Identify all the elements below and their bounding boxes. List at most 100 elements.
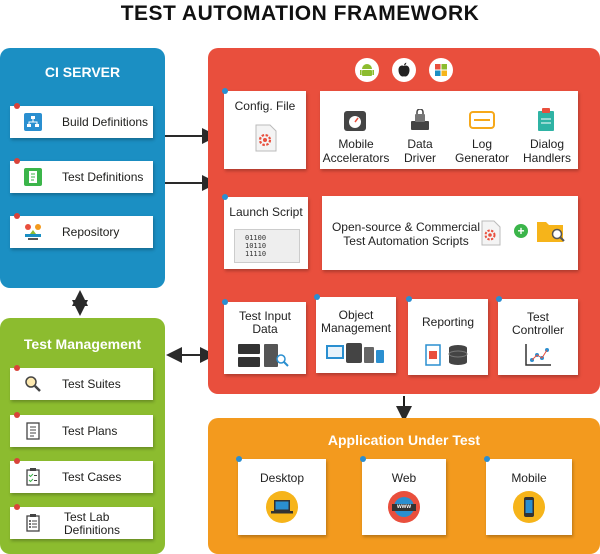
test-controller-card[interactable]: Test Controller [496, 296, 578, 375]
module-label-line: Test Input [238, 309, 292, 323]
tm-item-label: Test Plans [62, 424, 118, 438]
driver-label: Data Driver [394, 137, 446, 165]
test-definitions-icon [24, 168, 42, 186]
gauge-icon [344, 111, 366, 131]
driver-label-line: Handlers [522, 151, 572, 165]
launch-script-card[interactable]: Launch Script 01100 10110 11110 [222, 194, 308, 269]
tm-item-label: Test Suites [62, 377, 121, 391]
binary-line: 10110 [245, 242, 267, 250]
windows-icon [429, 58, 453, 82]
pin-icon [406, 296, 412, 302]
pin-icon [14, 458, 20, 464]
ci-item-repository[interactable]: Repository [10, 213, 153, 248]
pin-icon [14, 365, 20, 371]
drivers-card: Mobile Accelerators Data Driver Log Gene… [320, 91, 578, 169]
pin-icon [14, 213, 20, 219]
binary-line: 11110 [245, 250, 267, 258]
tm-item-label-multiline: Test Lab Definitions [64, 511, 120, 537]
laptop-icon [266, 491, 298, 523]
ci-server-title: CI SERVER [44, 64, 121, 80]
document-icon [26, 422, 40, 440]
www-globe-icon: www [388, 491, 420, 523]
module-label-line: Test [526, 310, 549, 324]
pin-icon [236, 456, 242, 462]
driver-label: Log Generator [452, 137, 512, 165]
phone-icon [513, 491, 545, 523]
page-title: TEST AUTOMATION FRAMEWORK [120, 2, 480, 25]
tm-item-label-line: Test Lab [64, 510, 110, 524]
module-label: Reporting [421, 315, 475, 329]
driver-label-line: Generator [454, 151, 510, 165]
tm-item-test-plans[interactable]: Test Plans [10, 412, 153, 447]
ci-server-panel: CI SERVER Build Definitions Test Definit… [0, 48, 165, 288]
driver-label: Dialog Handlers [518, 137, 576, 165]
pin-icon [14, 158, 20, 164]
module-label-line: Object [338, 308, 374, 322]
pin-icon [314, 294, 320, 300]
reporting-icon [425, 344, 468, 366]
module-label-line: Controller [511, 323, 565, 337]
build-definitions-icon [24, 113, 42, 131]
plus-icon: + [514, 224, 528, 238]
ci-item-label: Repository [62, 225, 120, 239]
ci-item-label: Build Definitions [62, 115, 149, 129]
pin-icon [14, 412, 20, 418]
tm-item-label-line: Definitions [64, 523, 121, 537]
binary-line: 01100 [245, 234, 267, 242]
test-management-title: Test Management [23, 336, 142, 352]
scatter-chart-icon [525, 344, 551, 366]
driver-label-line: Data [407, 137, 433, 151]
server-icon [238, 344, 289, 367]
pin-icon [360, 456, 366, 462]
apple-icon [392, 58, 416, 82]
driver-label-line: Log [471, 137, 493, 151]
android-icon [355, 58, 379, 82]
script-file-icon [481, 220, 501, 246]
log-generator-icon [469, 111, 495, 129]
pin-icon [222, 88, 228, 94]
lab-list-icon [26, 514, 40, 532]
aut-target-label: Mobile [511, 471, 547, 485]
object-management-card[interactable]: Object Management [314, 294, 396, 373]
tm-item-test-cases[interactable]: Test Cases [10, 458, 153, 493]
lock-drive-icon [411, 109, 429, 130]
dialog-icon [538, 108, 554, 131]
pin-icon [484, 456, 490, 462]
test-input-data-card[interactable]: Test Input Data [222, 299, 306, 374]
launch-script-label: Launch Script [229, 205, 303, 219]
www-badge: www [396, 504, 411, 510]
automation-scripts-card[interactable]: Open-source & Commercial Test Automation… [322, 196, 578, 270]
magnifier-icon [25, 376, 41, 392]
module-label-line: Management [320, 321, 392, 335]
aut-target-label: Web [391, 471, 417, 485]
driver-label: Mobile Accelerators [320, 137, 392, 165]
aut-target-desktop[interactable]: Desktop [236, 456, 326, 535]
scripts-label-line: Test Automation Scripts [343, 234, 469, 248]
ci-item-build-definitions[interactable]: Build Definitions [10, 103, 153, 138]
pin-icon [222, 194, 228, 200]
tm-item-test-suites[interactable]: Test Suites [10, 365, 153, 400]
repository-icon [25, 224, 41, 240]
pin-icon [14, 504, 20, 510]
aut-target-web[interactable]: Web www [360, 456, 446, 535]
driver-label-line: Accelerators [322, 151, 390, 165]
config-file-label: Config. File [234, 99, 296, 113]
reporting-card[interactable]: Reporting [406, 296, 488, 375]
scripts-label: Open-source & Commercial Test Automation… [328, 220, 484, 248]
pin-icon [222, 299, 228, 305]
binary-terminal: 01100 10110 11110 [234, 229, 300, 263]
config-file-card[interactable]: Config. File [222, 88, 306, 169]
driver-label-line: Dialog [529, 137, 565, 151]
folder-search-icon [537, 222, 565, 242]
aut-target-label: Desktop [259, 471, 305, 485]
module-label: Object Management [316, 309, 396, 335]
tm-item-test-lab-definitions[interactable]: Test Lab Definitions [10, 504, 153, 539]
aut-target-mobile[interactable]: Mobile [484, 456, 572, 535]
scripts-label-line: Open-source & Commercial [331, 220, 481, 234]
pin-icon [496, 296, 502, 302]
ci-item-test-definitions[interactable]: Test Definitions [10, 158, 153, 193]
aut-title: Application Under Test [327, 432, 481, 448]
tm-item-label: Test Cases [62, 470, 122, 484]
devices-icon [326, 343, 384, 363]
driver-label-line: Mobile [338, 137, 374, 151]
